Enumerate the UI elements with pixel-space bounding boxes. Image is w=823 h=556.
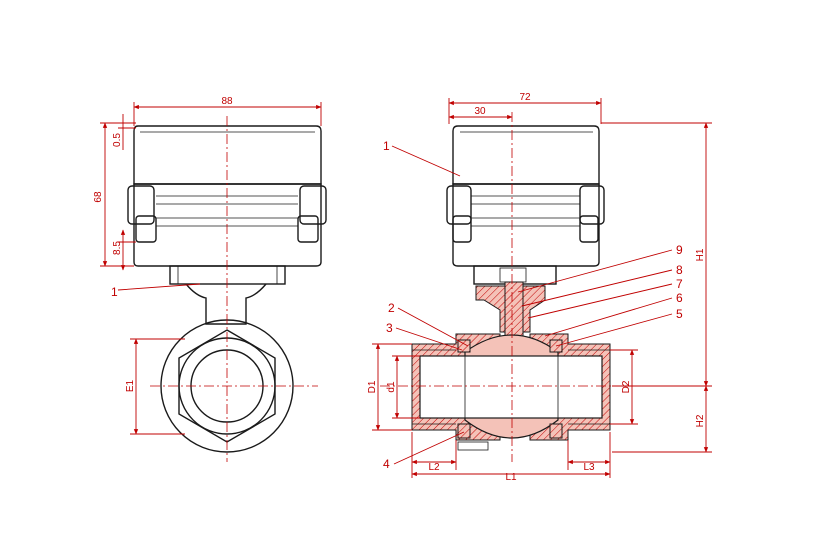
seat-right-bottom xyxy=(549,423,563,439)
section-ear-right xyxy=(579,185,605,225)
leader-8 xyxy=(521,269,673,307)
section-bracket xyxy=(473,265,557,285)
callout-7: 7 xyxy=(676,277,683,291)
dim-72-label: 72 xyxy=(519,92,531,103)
front-view: 88 68 0.5 8.5 1 E1 xyxy=(93,96,327,462)
dim-h1-label: H1 xyxy=(695,248,706,261)
dim-D2-label: D2 xyxy=(621,380,632,393)
actuator-ear-left xyxy=(127,185,155,225)
callout-3: 3 xyxy=(386,321,393,335)
section-actuator-cap xyxy=(452,125,600,185)
callout-4: 4 xyxy=(383,457,390,471)
dim-l3-label: L3 xyxy=(583,462,595,473)
section-view: 72 30 H1 H2 D1 d1 D2 L2 L3 L1 xyxy=(367,92,712,483)
dim-h2-label: H2 xyxy=(695,414,706,427)
body-bottom-nut xyxy=(457,441,489,451)
dim-68-label: 68 xyxy=(93,191,104,203)
dim-88-label: 88 xyxy=(221,96,233,107)
actuator-lower xyxy=(133,183,322,267)
leader-2 xyxy=(397,307,469,347)
seat-left-top xyxy=(457,339,471,353)
bore xyxy=(419,355,603,419)
bracket-callout: 1 xyxy=(111,285,118,299)
leader-6 xyxy=(544,297,673,337)
dim-30-label: 30 xyxy=(474,106,486,117)
callout-5: 5 xyxy=(676,307,683,321)
callout-9: 9 xyxy=(676,243,683,257)
actuator-ear-left-lower xyxy=(135,215,157,243)
leader-1 xyxy=(391,145,461,177)
mounting-bracket xyxy=(169,265,286,285)
dim-D1-label: D1 xyxy=(367,380,378,393)
callout-1: 1 xyxy=(383,139,390,153)
seat-left-bottom xyxy=(457,423,471,439)
leader-4 xyxy=(393,431,465,465)
dim-e1-label: E1 xyxy=(125,379,136,392)
dim-l1-label: L1 xyxy=(505,472,517,483)
leader-3 xyxy=(395,327,463,351)
leader-7 xyxy=(527,283,673,319)
section-bracket-inner xyxy=(499,267,527,283)
leader-9 xyxy=(517,249,673,293)
actuator-ear-right-lower xyxy=(297,215,319,243)
dim-85-label: 8.5 xyxy=(112,241,123,255)
callout-8: 8 xyxy=(676,263,683,277)
actuator-cap xyxy=(133,125,322,185)
actuator-ear-right xyxy=(299,185,327,225)
dim-l2-label: L2 xyxy=(428,462,440,473)
bracket-leader xyxy=(117,283,201,291)
section-actuator-lower xyxy=(452,183,600,267)
valve-neck xyxy=(185,283,267,325)
section-ear-left xyxy=(446,185,472,225)
section-ear-left-lower xyxy=(452,215,472,243)
callout-2: 2 xyxy=(388,301,395,315)
callout-6: 6 xyxy=(676,291,683,305)
leader-5 xyxy=(555,313,673,347)
dim-05-label: 0.5 xyxy=(112,133,123,147)
dim-d1-label: d1 xyxy=(386,381,397,393)
section-ear-right-lower xyxy=(579,215,599,243)
